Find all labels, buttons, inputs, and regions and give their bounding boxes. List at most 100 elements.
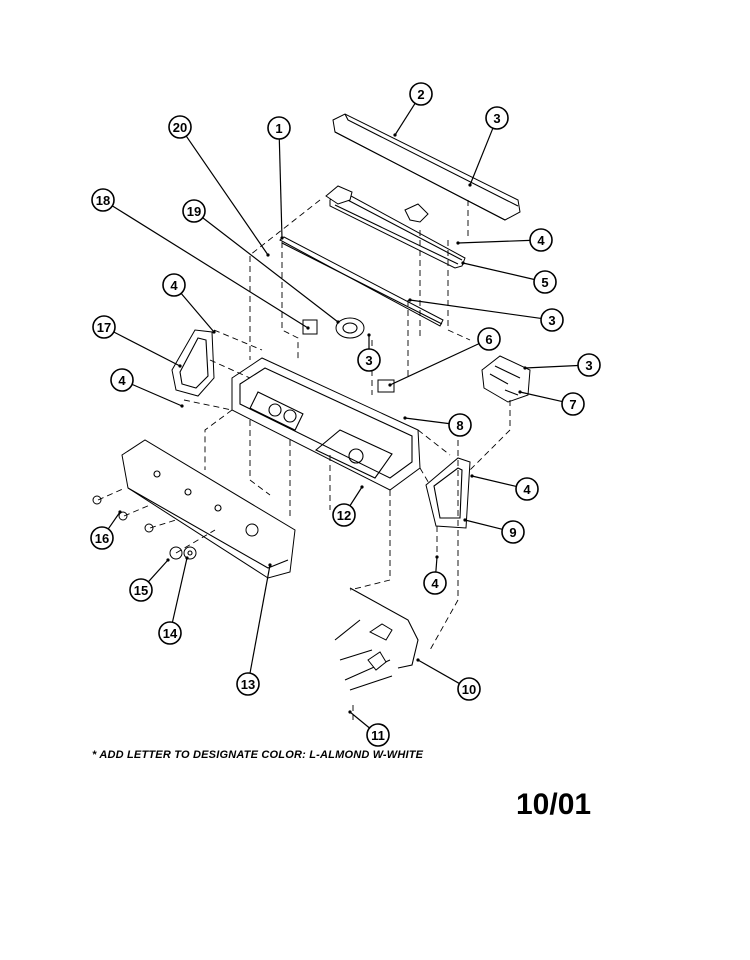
part-control-rail (325, 185, 466, 269)
callout-c6: 6 (477, 327, 501, 351)
callout-c4a: 4 (529, 228, 553, 252)
callout-c2: 2 (409, 82, 433, 106)
part-timer (481, 355, 531, 403)
callout-number: 3 (493, 111, 500, 126)
callout-circle (168, 115, 192, 139)
callout-c3d: 3 (577, 353, 601, 377)
callout-number: 17 (97, 320, 111, 335)
callout-c14: 14 (158, 621, 182, 645)
callout-circle (129, 578, 153, 602)
leader-tip-c14 (185, 556, 189, 560)
callout-number: 4 (170, 278, 178, 293)
callout-number: 11 (371, 728, 385, 743)
leader-tip-c8 (403, 416, 407, 420)
callout-number: 18 (96, 193, 110, 208)
leader-line-c19 (202, 217, 339, 323)
callout-c11: 11 (366, 723, 390, 747)
callout-c4c: 4 (110, 368, 134, 392)
callout-number: 1 (275, 121, 282, 136)
leader-tip-c18 (306, 326, 310, 330)
callout-c3b: 3 (540, 308, 564, 332)
part-left-end-cap (171, 329, 215, 397)
callout-c13: 13 (236, 672, 260, 696)
leader-tip-c17 (178, 364, 182, 368)
callout-circle (561, 392, 585, 416)
part-right-end-cap (425, 457, 471, 529)
leader-tip-c19 (336, 320, 340, 324)
callout-circle (90, 526, 114, 550)
callout-circle (182, 199, 206, 223)
callout-circle (332, 503, 356, 527)
callout-number: 3 (548, 313, 555, 328)
callout-circle (92, 315, 116, 339)
leader-line-c4d (471, 475, 517, 488)
part-front-panel (121, 439, 296, 579)
callout-number: 14 (163, 626, 178, 641)
leader-tip-c3d (523, 366, 527, 370)
leader-line-c9 (464, 519, 503, 530)
leader-tip-c20 (266, 253, 270, 257)
leader-lines (107, 102, 579, 729)
callout-c18: 18 (91, 188, 115, 212)
callout-circle (158, 621, 182, 645)
callout-c10: 10 (457, 677, 481, 701)
callout-circle (357, 348, 381, 372)
leader-tip-c7 (518, 390, 522, 394)
callout-circle (448, 413, 472, 437)
leader-tip-c10 (416, 658, 420, 662)
callout-c8: 8 (448, 413, 472, 437)
callout-number: 3 (365, 353, 372, 368)
leader-line-c16 (107, 511, 121, 530)
part-switch (302, 317, 395, 393)
callout-circle (485, 106, 509, 130)
callout-c19: 19 (182, 199, 206, 223)
callout-number: 2 (417, 87, 424, 102)
callout-circle (501, 520, 525, 544)
callout-number: 12 (337, 508, 351, 523)
callout-c3a: 3 (485, 106, 509, 130)
leader-tip-c11 (348, 710, 352, 714)
leader-line-c20 (185, 135, 269, 256)
callout-circle (162, 273, 186, 297)
callout-number: 4 (537, 233, 545, 248)
leader-line-c4a (457, 239, 531, 244)
callout-circle (540, 308, 564, 332)
callout-number: 16 (95, 531, 109, 546)
callout-c5: 5 (533, 270, 557, 294)
callout-c12: 12 (332, 503, 356, 527)
leader-line-c4e (435, 556, 438, 573)
leader-tip-c4a (456, 241, 460, 245)
date-code: 10/01 (516, 788, 592, 821)
callout-circle (529, 228, 553, 252)
callout-number: 20 (173, 120, 187, 135)
callout-number: 9 (509, 525, 516, 540)
callout-number: 8 (456, 418, 463, 433)
callout-circle (457, 677, 481, 701)
callout-circle (477, 327, 501, 351)
leader-line-c6 (389, 343, 480, 386)
callout-c16: 16 (90, 526, 114, 550)
leader-line-c3d (524, 364, 579, 369)
callout-number: 13 (241, 677, 255, 692)
callout-c4b: 4 (162, 273, 186, 297)
leader-line-c7 (519, 391, 563, 403)
leader-tip-c3a (468, 183, 472, 187)
callout-number: 4 (431, 576, 439, 591)
leader-line-c14 (171, 557, 188, 623)
leader-tip-c6 (388, 383, 392, 387)
leader-tip-c3b (408, 298, 412, 302)
callout-circle (515, 477, 539, 501)
leader-tip-c2 (393, 133, 397, 137)
callout-c17: 17 (92, 315, 116, 339)
leader-line-c3b (409, 299, 542, 320)
callout-c9: 9 (501, 520, 525, 544)
callout-c4e: 4 (423, 571, 447, 595)
callout-c20: 20 (168, 115, 192, 139)
callout-circle (533, 270, 557, 294)
part-top-cover (332, 113, 521, 221)
assembly-lines (97, 199, 511, 720)
leader-line-c17 (113, 331, 181, 367)
callout-number: 7 (569, 397, 576, 412)
